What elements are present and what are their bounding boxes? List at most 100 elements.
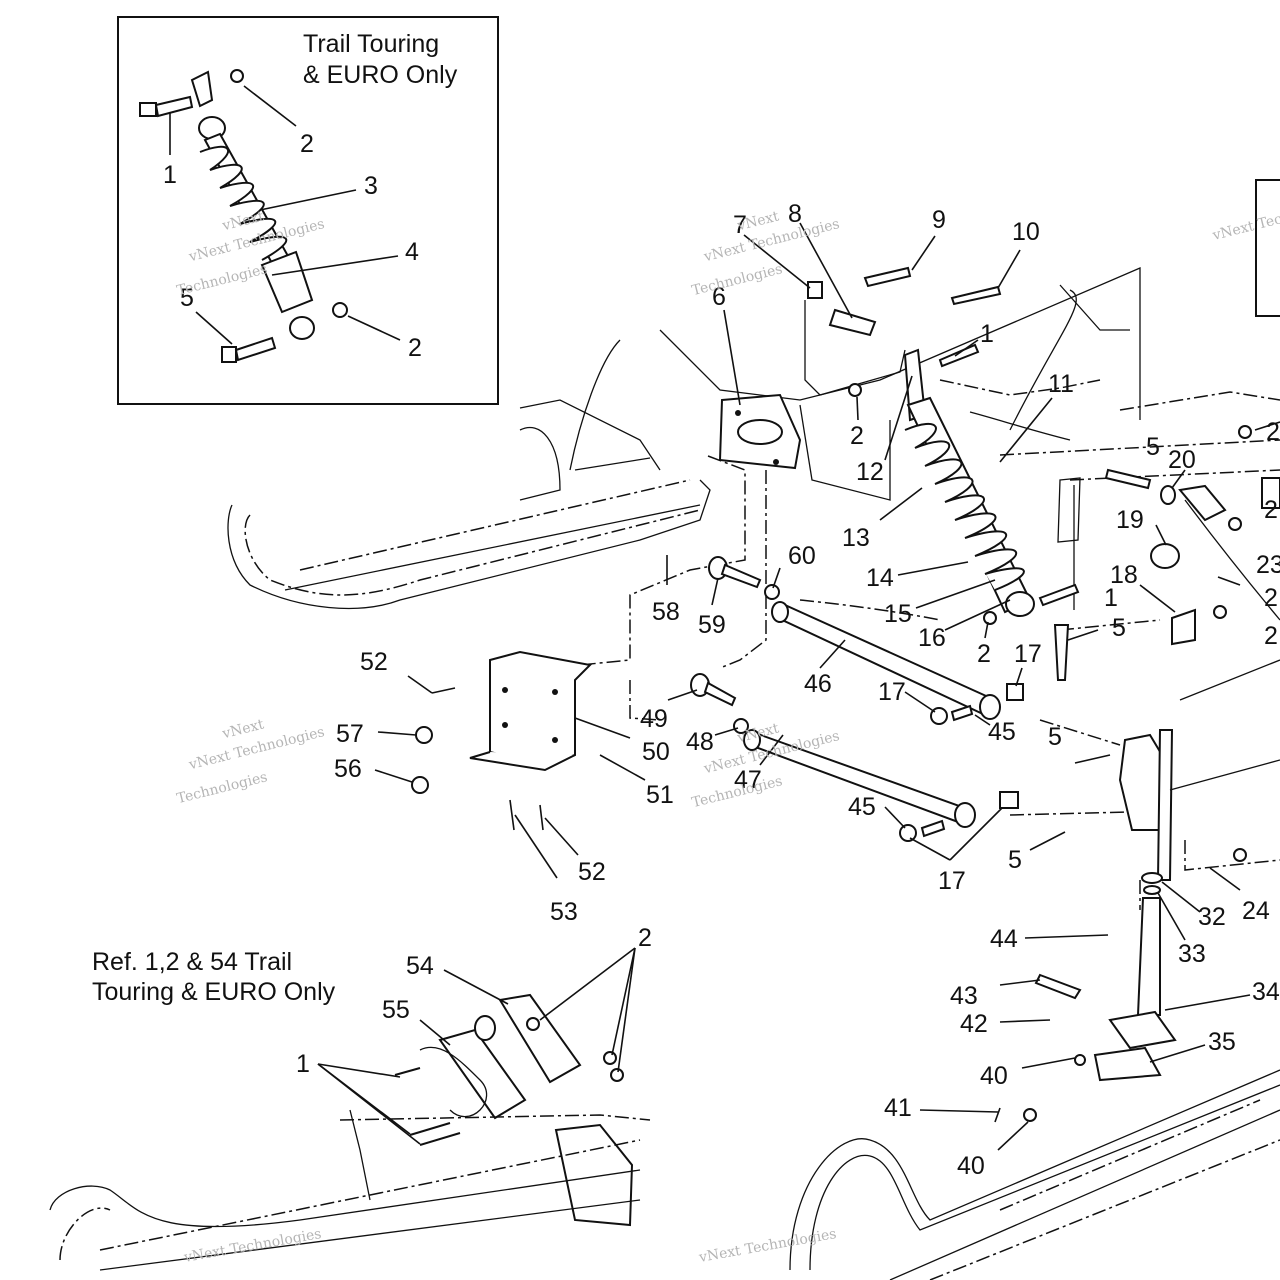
callout-42: 42	[960, 1010, 988, 1038]
right-inset-frame-edge	[1255, 179, 1280, 317]
callout-53: 53	[550, 898, 578, 926]
callout-2-inset: 2	[638, 924, 652, 952]
callout-9: 9	[932, 206, 946, 234]
nut-2-upper	[848, 383, 862, 397]
watermark-company: Technologies	[175, 769, 269, 807]
bolt-53	[509, 799, 515, 831]
callout-2-lower: 2	[977, 640, 991, 668]
tie-rod-47	[743, 729, 976, 828]
upper-shock-mount	[828, 308, 877, 337]
inset-title-line2: & EURO Only	[303, 61, 458, 89]
callout-18: 18	[1110, 561, 1138, 589]
inset-label-2b: 2	[408, 334, 422, 362]
callout-6: 6	[712, 283, 726, 311]
callout-56: 56	[334, 755, 362, 783]
watermark-full: vNext Technologies	[1210, 195, 1280, 244]
callout-1-inset: 1	[296, 1050, 310, 1078]
callout-13: 13	[842, 524, 870, 552]
ski-saddle-35	[1093, 1046, 1162, 1082]
callout-45-lower: 45	[848, 793, 876, 821]
callout-1-lower: 1	[1104, 584, 1118, 612]
callout-17-lower: 17	[938, 867, 966, 895]
inset-nut-top	[230, 69, 244, 83]
inset-label-1: 1	[163, 161, 177, 189]
watermark-brand: vNext	[220, 716, 266, 742]
callout-44: 44	[990, 925, 1018, 953]
callout-15: 15	[884, 600, 912, 628]
callout-5-right: 5	[1112, 614, 1126, 642]
watermark-company: Technologies	[690, 261, 784, 299]
callout-46: 46	[804, 670, 832, 698]
callout-50: 50	[642, 738, 670, 766]
callout-55: 55	[382, 996, 410, 1024]
bracket-54	[498, 993, 582, 1084]
inset-frame	[117, 16, 499, 405]
bushing-17	[1006, 683, 1024, 701]
inset-label-2: 2	[300, 130, 314, 158]
callout-12: 12	[856, 458, 884, 486]
callout-5-mid: 5	[1048, 723, 1062, 751]
callout-49: 49	[640, 705, 668, 733]
callout-17-mid: 17	[878, 678, 906, 706]
callout-33: 33	[1178, 940, 1206, 968]
inset-lower-bolt	[221, 336, 277, 363]
callout-20: 20	[1168, 446, 1196, 474]
callout-34: 34	[1252, 978, 1280, 1006]
callout-5-lower: 5	[1008, 846, 1022, 874]
callout-16: 16	[918, 624, 946, 652]
callout-52-lower: 52	[578, 858, 606, 886]
callout-60: 60	[788, 542, 816, 570]
pin-43	[1034, 973, 1082, 1000]
callout-5-top: 5	[1146, 433, 1160, 461]
callout-19: 19	[1116, 506, 1144, 534]
nut-57	[415, 726, 433, 744]
callout-edge-a: 2	[1264, 496, 1278, 524]
callout-2-upper: 2	[850, 422, 864, 450]
washer-20	[1160, 485, 1176, 505]
steering-bracket	[469, 650, 593, 772]
inset-bottom-left: Ref. 1,2 & 54 Trail Touring & EURO Only	[49, 948, 651, 1271]
chassis-linework	[227, 267, 1280, 910]
callout-1-upper: 1	[980, 320, 994, 348]
watermark-full: vNext Technologies	[697, 1226, 838, 1266]
bottom-note-line1: Ref. 1,2 & 54 Trail	[92, 948, 292, 976]
callout-43: 43	[950, 982, 978, 1010]
nut-2-lower	[983, 611, 997, 625]
bolt-5-upper	[1104, 468, 1152, 490]
bolt-52-upper	[431, 687, 456, 694]
inset-title-line1: Trail Touring	[303, 30, 439, 58]
callout-32: 32	[1198, 903, 1226, 931]
nut-56	[411, 776, 429, 794]
watermark-full: vNext Technologies	[182, 1226, 323, 1266]
callout-41: 41	[884, 1094, 912, 1122]
callout-45-upper: 45	[988, 718, 1016, 746]
callout-edge-c: 2	[1264, 622, 1278, 650]
callout-14: 14	[866, 564, 894, 592]
inset-top-shock: Trail Touring & EURO Only 1	[117, 16, 499, 405]
callout-7: 7	[733, 211, 747, 239]
bulkhead-plate-lower	[554, 1123, 634, 1227]
callout-57: 57	[336, 720, 364, 748]
callout-numbers: 7 8 9 10 6 1 11 2 12 13 14 15 16 2 17 1 …	[296, 200, 1280, 1180]
bolt-10	[950, 285, 1002, 306]
callout-59: 59	[698, 611, 726, 639]
callout-17-upper: 17	[1014, 640, 1042, 668]
right-ski	[789, 1069, 1280, 1280]
bolt-5-vertical	[1053, 624, 1070, 681]
tie-rod-46	[771, 601, 1001, 720]
bracket-18	[1171, 608, 1196, 646]
inset-label-4: 4	[405, 238, 419, 266]
bolt-52-lower	[539, 804, 544, 831]
callout-52-upper: 52	[360, 648, 388, 676]
callout-edge-b: 2	[1264, 584, 1278, 612]
callout-35: 35	[1208, 1028, 1236, 1056]
inset-top-bracket	[190, 70, 214, 108]
spindle-assembly	[1108, 729, 1177, 1050]
callout-54: 54	[406, 952, 434, 980]
inset-bolt	[139, 95, 194, 118]
callout-48: 48	[686, 728, 714, 756]
bottom-note-line2: Touring & EURO Only	[92, 978, 336, 1006]
bolt-1-lower	[1038, 583, 1080, 607]
